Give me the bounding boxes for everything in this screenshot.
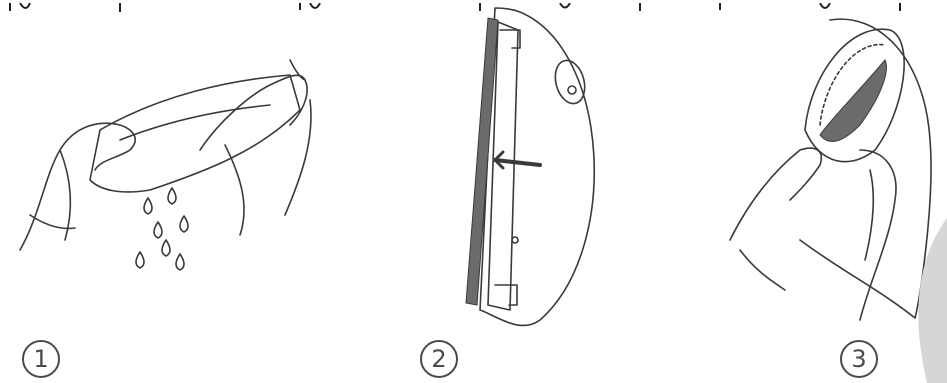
wring-cloth-icon [0, 0, 320, 383]
mop-plate-icon [320, 0, 620, 383]
step-number-2: 2 [420, 340, 458, 378]
attach-cloth-icon [660, 0, 947, 383]
step-number-3: 3 [840, 340, 878, 378]
step-number-1: 1 [22, 340, 60, 378]
step-2: 2 [320, 0, 620, 383]
corner-decoration [907, 218, 947, 383]
step-1: 1 [0, 0, 320, 383]
corner-shape-icon [907, 218, 947, 383]
step-3: 3 [660, 0, 947, 383]
